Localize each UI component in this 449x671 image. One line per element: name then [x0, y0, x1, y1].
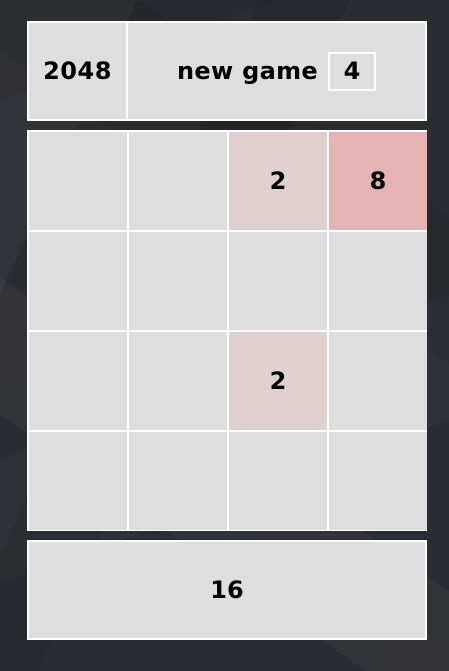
tile-empty — [329, 432, 427, 530]
tile-2: 2 — [229, 332, 327, 430]
board-size-input[interactable] — [327, 51, 376, 91]
tile-empty — [129, 132, 227, 230]
header-bar: 2048 new game — [27, 21, 427, 121]
tile-empty — [129, 232, 227, 330]
game-title: 2048 — [29, 23, 126, 119]
tile-empty — [329, 232, 427, 330]
tile-empty — [229, 432, 327, 530]
tile-empty — [29, 432, 127, 530]
tile-empty — [29, 132, 127, 230]
tile-empty — [329, 332, 427, 430]
new-game-button[interactable]: new game — [177, 57, 318, 85]
score-value: 16 — [29, 542, 425, 638]
tile-empty — [29, 332, 127, 430]
tile-empty — [129, 432, 227, 530]
tile-empty — [229, 232, 327, 330]
new-game-controls: new game — [128, 23, 425, 119]
tile-8: 8 — [329, 132, 427, 230]
tile-2: 2 — [229, 132, 327, 230]
tile-empty — [29, 232, 127, 330]
tile-empty — [129, 332, 227, 430]
score-bar: 16 — [27, 540, 427, 640]
